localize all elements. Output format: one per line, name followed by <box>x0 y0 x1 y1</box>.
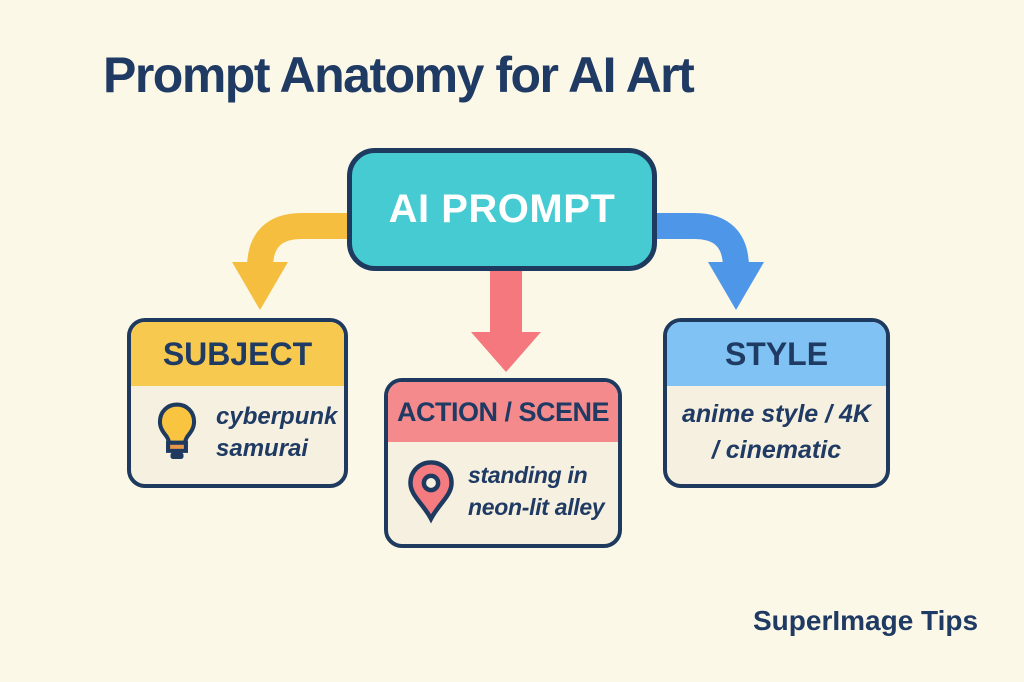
action-scene-example-text: standing in neon-lit alley <box>468 461 605 520</box>
subject-example-text: cyberpunk samurai <box>216 402 338 462</box>
ai-prompt-label: AI PROMPT <box>388 187 616 231</box>
arrow-to-style-head <box>708 262 764 310</box>
brand-watermark: SuperImage Tips <box>753 605 979 636</box>
arrow-to-style-shaft <box>652 213 749 269</box>
action-scene-header-label: ACTION / SCENE <box>396 396 610 427</box>
subject-header-label: SUBJECT <box>162 335 313 372</box>
arrow-to-subject <box>232 213 352 310</box>
lightbulb-icon <box>151 399 203 467</box>
arrow-to-subject-head <box>232 262 288 310</box>
arrow-to-style <box>652 213 764 310</box>
arrow-to-action-head <box>471 332 541 372</box>
style-panel-body: anime style / 4K / cinematic <box>667 386 886 484</box>
subject-panel-body: cyberpunk samurai <box>131 386 344 484</box>
style-header-label: STYLE <box>724 335 829 372</box>
location-pin-icon <box>406 458 456 524</box>
style-panel: STYLE anime style / 4K / cinematic <box>663 318 890 488</box>
style-panel-header: STYLE <box>667 322 886 386</box>
arrow-to-action-shaft <box>490 266 522 336</box>
subject-panel-header: SUBJECT <box>131 322 344 386</box>
action-scene-panel: ACTION / SCENE standing in neon-lit alle… <box>384 378 622 548</box>
style-example-text: anime style / 4K / cinematic <box>682 399 871 464</box>
ai-prompt-node: AI PROMPT <box>347 148 657 271</box>
page-title: Prompt Anatomy for AI Art <box>103 47 695 103</box>
action-scene-panel-body: standing in neon-lit alley <box>388 442 618 544</box>
subject-panel: SUBJECT cyberpunk samurai <box>127 318 348 488</box>
action-scene-panel-header: ACTION / SCENE <box>388 382 618 442</box>
arrow-to-action-scene <box>471 266 541 372</box>
arrow-to-subject-shaft <box>247 213 352 269</box>
